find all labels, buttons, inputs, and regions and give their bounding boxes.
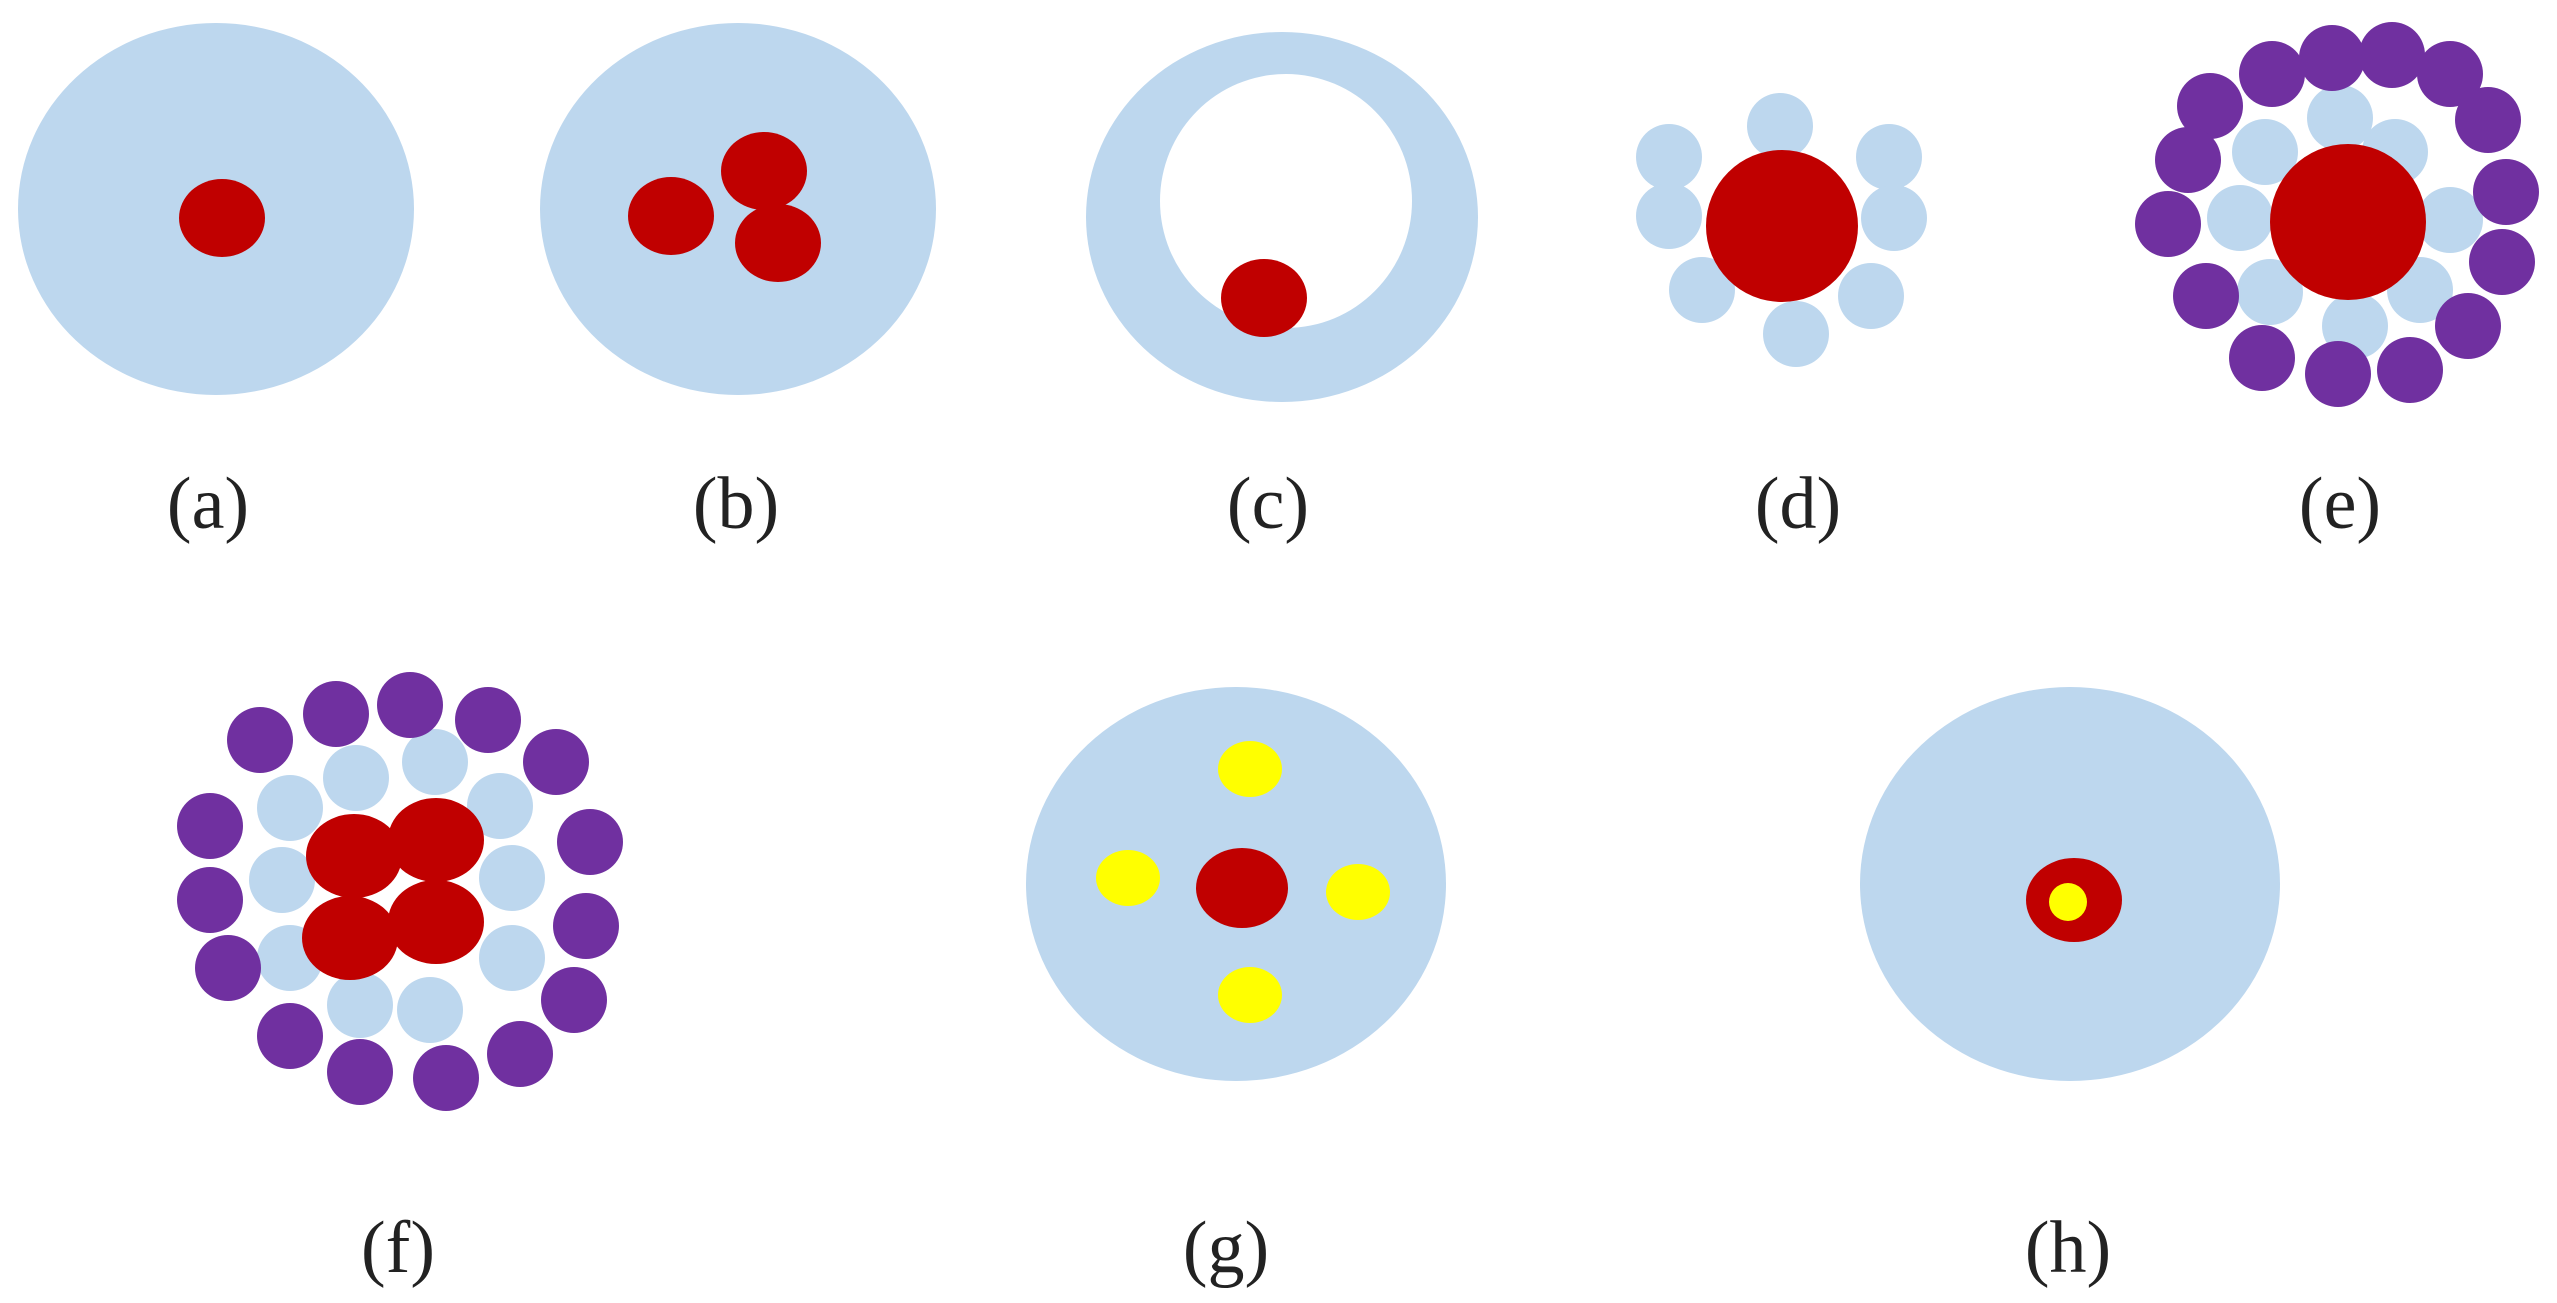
outer-shell-particle [557, 809, 623, 875]
dopant-particle [1096, 850, 1160, 906]
outer-shell-particle [2305, 341, 2371, 407]
outer-shell-particle [2299, 25, 2365, 91]
outer-shell-particle [553, 893, 619, 959]
satellite-particle [323, 745, 389, 811]
outer-shell-particle [303, 681, 369, 747]
outer-shell-particle [455, 687, 521, 753]
panel-f: (f) [177, 672, 623, 1289]
outer-shell-particle [2239, 41, 2305, 107]
core-particle [628, 177, 714, 255]
panel-d: (d) [1636, 93, 1927, 545]
core-particle [721, 132, 807, 210]
satellite-particle [402, 729, 468, 795]
panel-g: (g) [1026, 687, 1446, 1289]
outer-shell-particle [523, 729, 589, 795]
satellite-particle [397, 977, 463, 1043]
panel-label-d: (d) [1755, 463, 1841, 545]
core-particle [179, 179, 265, 257]
dopant-particle [1326, 864, 1390, 920]
core-particle [388, 880, 484, 964]
satellite-particle [2237, 259, 2303, 325]
panel-label-a: (a) [167, 463, 249, 545]
panel-label-h: (h) [2025, 1207, 2111, 1289]
satellite-particle [249, 847, 315, 913]
core-particle [306, 814, 402, 898]
satellite-particle [1636, 183, 1702, 249]
panel-h: (h) [1860, 687, 2280, 1289]
satellite-particle [1856, 124, 1922, 190]
dopant-particle [1218, 741, 1282, 797]
panel-label-g: (g) [1183, 1207, 1269, 1289]
satellite-particle [2232, 119, 2298, 185]
core-particle [1706, 150, 1858, 302]
outer-shell-particle [2229, 325, 2295, 391]
satellite-particle [1747, 93, 1813, 159]
satellite-particle [479, 845, 545, 911]
outer-shell-particle [257, 1003, 323, 1069]
satellite-particle [479, 925, 545, 991]
panel-a: (a) [18, 23, 414, 545]
satellite-particle [2207, 185, 2273, 251]
core-particle [302, 896, 398, 980]
outer-shell-particle [2377, 337, 2443, 403]
satellite-particle [1636, 124, 1702, 190]
core-particle [1221, 259, 1307, 337]
core-particle [388, 798, 484, 882]
satellite-particle [1861, 185, 1927, 251]
matrix-sphere [540, 23, 936, 395]
satellite-particle [1763, 301, 1829, 367]
satellite-particle [327, 972, 393, 1038]
outer-shell-particle [2177, 73, 2243, 139]
outer-shell-particle [177, 793, 243, 859]
outer-shell-particle [2473, 159, 2539, 225]
core-particle [2270, 144, 2426, 300]
outer-shell-particle [2455, 87, 2521, 153]
dopant-particle [1218, 967, 1282, 1023]
panel-label-b: (b) [693, 463, 779, 545]
panel-label-c: (c) [1227, 463, 1309, 545]
outer-shell-particle [2135, 191, 2201, 257]
outer-shell-particle [195, 935, 261, 1001]
outer-shell-particle [2417, 41, 2483, 107]
outer-shell-particle [2469, 229, 2535, 295]
panel-c: (c) [1086, 32, 1478, 545]
outer-shell-particle [2359, 22, 2425, 88]
satellite-particle [1838, 263, 1904, 329]
dopant-particle [2049, 883, 2087, 921]
satellite-particle [1669, 257, 1735, 323]
satellite-particle [467, 773, 533, 839]
panel-label-f: (f) [361, 1207, 435, 1289]
outer-shell-particle [227, 707, 293, 773]
outer-shell-particle [327, 1039, 393, 1105]
outer-shell-particle [2173, 263, 2239, 329]
outer-shell-particle [377, 672, 443, 738]
outer-shell-particle [2155, 127, 2221, 193]
panel-e: (e) [2135, 22, 2539, 545]
satellite-particle [2307, 85, 2373, 151]
core-particle [1196, 848, 1288, 928]
satellite-particle [257, 775, 323, 841]
panel-label-e: (e) [2299, 463, 2381, 545]
outer-shell-particle [487, 1021, 553, 1087]
outer-shell-particle [541, 967, 607, 1033]
outer-shell-particle [177, 867, 243, 933]
satellite-particle [2417, 187, 2483, 253]
outer-shell-particle [2435, 293, 2501, 359]
panel-b: (b) [540, 23, 936, 545]
core-particle [735, 204, 821, 282]
hollow-cavity [1160, 74, 1412, 328]
outer-shell-particle [413, 1045, 479, 1111]
